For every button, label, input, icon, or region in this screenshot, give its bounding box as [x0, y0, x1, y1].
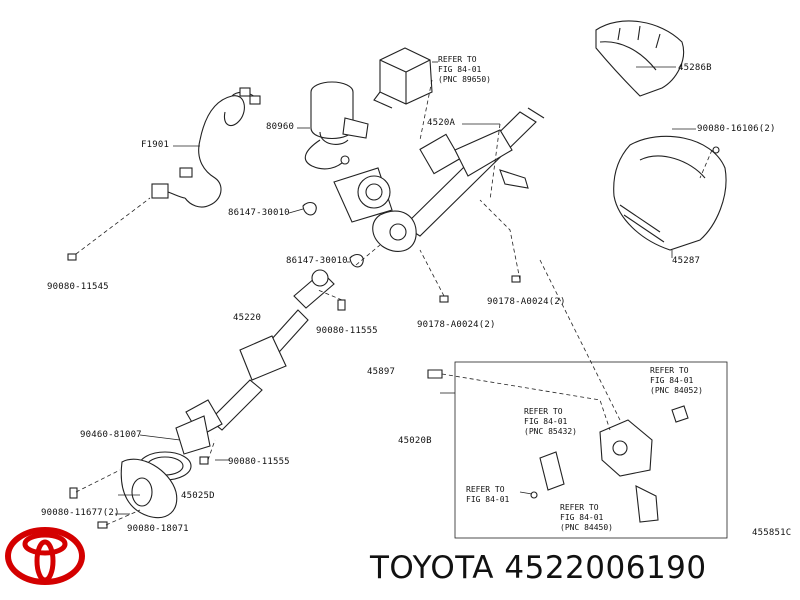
ref-note-84450: REFER TO FIG 84-01 (PNC 84450) — [560, 503, 613, 533]
label-90080-11545: 90080-11545 — [47, 282, 109, 292]
label-90080-11555-b: 90080-11555 — [228, 457, 290, 467]
label-90080-11555-a: 90080-11555 — [316, 326, 378, 336]
label-90178-a: 90178-A0024(2) — [487, 297, 566, 307]
label-90080-18071: 90080-18071 — [127, 524, 189, 534]
steering-lock-assembly — [530, 405, 689, 523]
label-80960: 80960 — [266, 122, 295, 132]
label-90080-11677: 90080-11677(2) — [41, 508, 120, 518]
ref-line: FIG 84-01 — [524, 417, 568, 426]
sensor-80960 — [304, 81, 369, 170]
ref-line: FIG 84-01 — [466, 495, 510, 504]
intermediate-shaft — [175, 269, 335, 455]
diagram-code: 455851C — [752, 528, 792, 538]
ref-line: REFER TO — [524, 407, 563, 416]
ref-note-89650: REFER TO FIG 84-01 (PNC 89650) — [438, 55, 491, 85]
label-86147-b: 86147-30010 — [286, 256, 348, 266]
ref-line: FIG 84-01 — [560, 513, 604, 522]
ref-line: REFER TO — [466, 485, 505, 494]
lower-column-cover — [613, 135, 727, 251]
ref-line: REFER TO — [438, 55, 477, 64]
ref-line: REFER TO — [560, 503, 599, 512]
label-45287: 45287 — [672, 256, 701, 266]
label-90080-16106: 90080-16106(2) — [697, 124, 776, 134]
label-f1901: F1901 — [141, 140, 170, 150]
bolts — [67, 253, 521, 529]
label-45220: 45220 — [233, 313, 262, 323]
ref-line: (PNC 89650) — [438, 75, 491, 84]
toyota-logo-icon — [5, 527, 85, 585]
part-title: TOYOTA 4522006190 — [370, 550, 707, 586]
ref-line: (PNC 84052) — [650, 386, 703, 395]
ref-note-plain: REFER TO FIG 84-01 — [466, 485, 509, 505]
ref-line: (PNC 85432) — [524, 427, 577, 436]
clip-86147 — [302, 201, 364, 268]
label-45897: 45897 — [367, 367, 396, 377]
ref-line: FIG 84-01 — [438, 65, 482, 74]
part-number: 4522006190 — [504, 550, 707, 586]
brand-name: TOYOTA — [370, 550, 495, 586]
ecu-module — [373, 47, 433, 109]
ref-line: FIG 84-01 — [650, 376, 694, 385]
column-hole-cover — [120, 451, 192, 518]
ref-note-85432: REFER TO FIG 84-01 (PNC 85432) — [524, 407, 577, 437]
label-90178-b: 90178-A0024(2) — [417, 320, 496, 330]
ref-note-84052: REFER TO FIG 84-01 (PNC 84052) — [650, 366, 703, 396]
upper-column-cover — [595, 20, 684, 97]
label-90460: 90460-81007 — [80, 430, 142, 440]
label-45286b: 45286B — [678, 63, 712, 73]
label-4520a: 4520A — [427, 118, 456, 128]
leader-lines — [75, 61, 713, 526]
wire-harness-f1901 — [151, 87, 261, 208]
label-45020b: 45020B — [398, 436, 432, 446]
label-45025d: 45025D — [181, 491, 215, 501]
ref-line: REFER TO — [650, 366, 689, 375]
ref-line: (PNC 84450) — [560, 523, 613, 532]
label-86147-a: 86147-30010 — [228, 208, 290, 218]
